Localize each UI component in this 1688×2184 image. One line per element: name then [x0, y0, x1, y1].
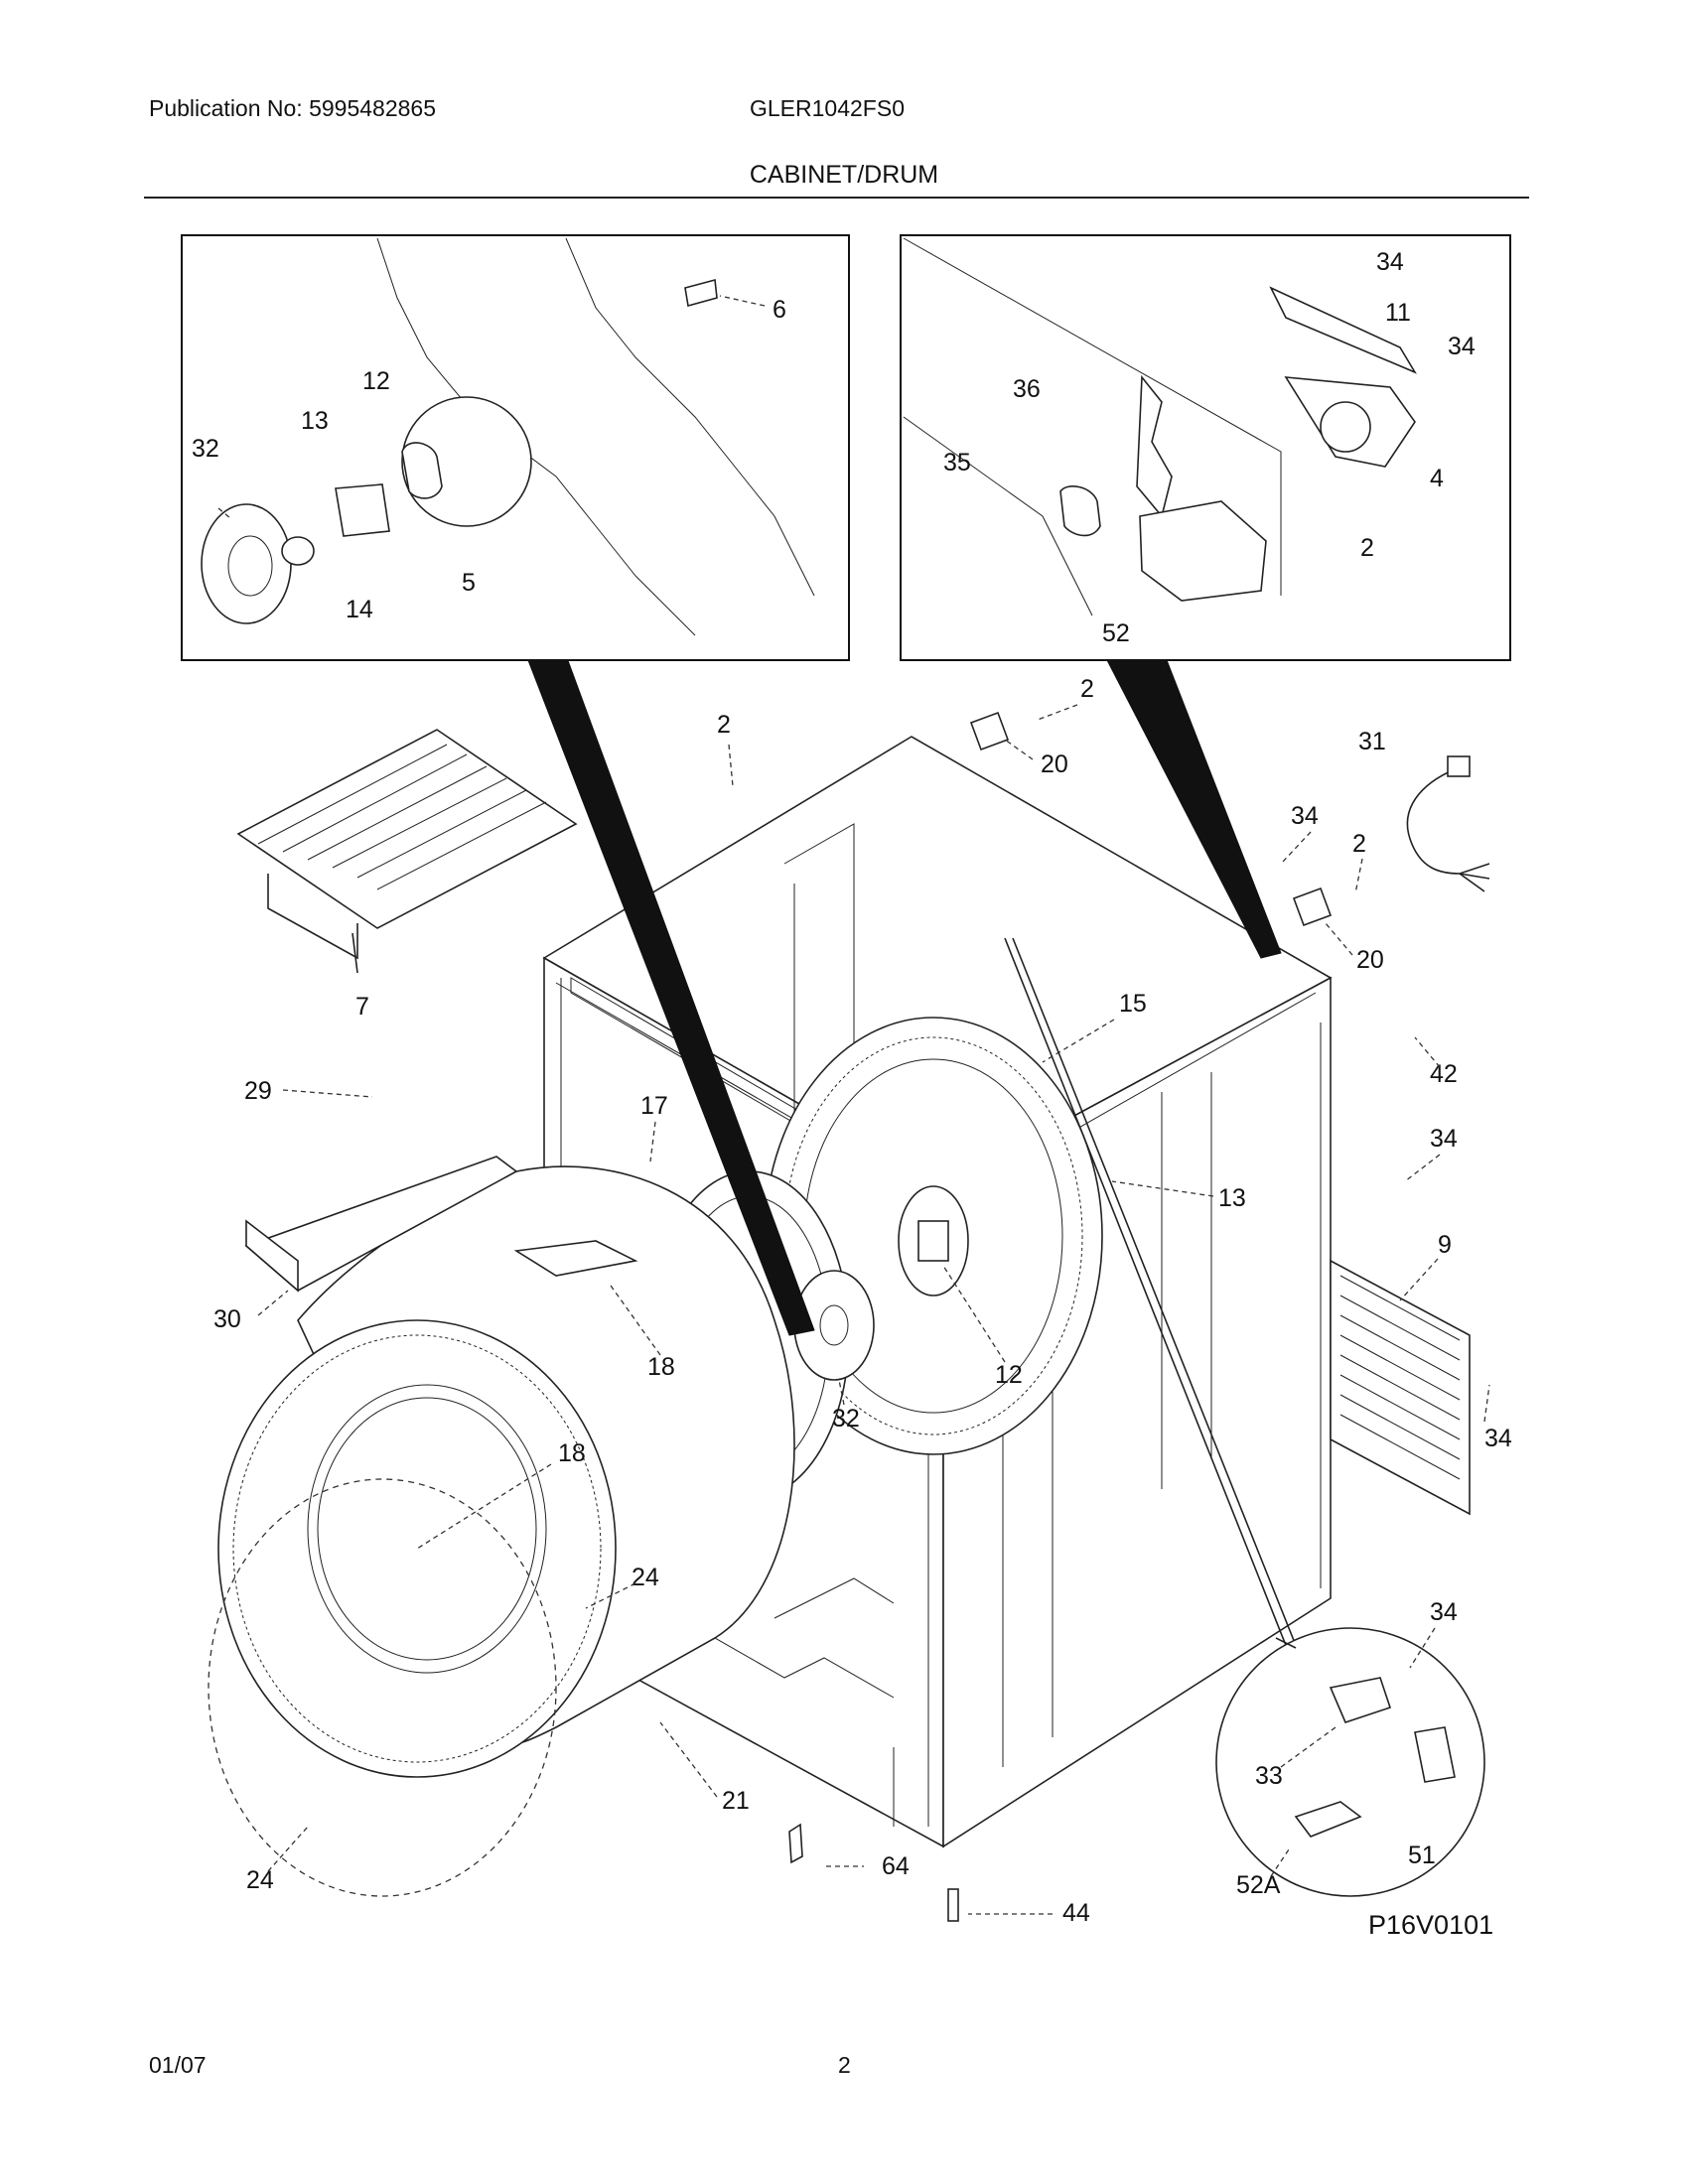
front-seal-ring — [208, 1478, 557, 1897]
drum — [217, 1165, 875, 1778]
callout-36: 36 — [1013, 375, 1041, 403]
callout-21: 21 — [722, 1787, 750, 1815]
drying-rack — [236, 729, 578, 974]
callout-52A: 52A — [1236, 1871, 1281, 1899]
callout-18-b: 18 — [558, 1439, 586, 1467]
callout-11: 11 — [1385, 299, 1411, 327]
callout-24-a: 24 — [632, 1564, 659, 1591]
diagram-id: P16V0101 — [1368, 1910, 1493, 1940]
callout-64: 64 — [882, 1852, 910, 1880]
callout-44: 44 — [1062, 1899, 1090, 1927]
callout-34-c: 34 — [1291, 802, 1319, 830]
footer-page-number: 2 — [838, 2052, 851, 2078]
callout-4: 4 — [1430, 465, 1444, 492]
brace-bracket-top — [969, 711, 1010, 751]
callout-34-d: 34 — [1430, 1125, 1458, 1153]
callout-34-a: 34 — [1376, 248, 1404, 276]
callout-13-main: 13 — [1218, 1184, 1246, 1212]
publication-number: Publication No: 5995482865 — [149, 95, 437, 121]
callout-6: 6 — [773, 296, 786, 324]
callout-18-a: 18 — [647, 1353, 675, 1381]
callout-33: 33 — [1255, 1762, 1283, 1790]
callout-20-b: 20 — [1356, 946, 1384, 974]
callout-13: 13 — [301, 407, 329, 435]
callout-34-f: 34 — [1430, 1598, 1458, 1626]
callout-15: 15 — [1119, 990, 1147, 1018]
callout-34-b: 34 — [1448, 333, 1476, 360]
callout-52: 52 — [1102, 619, 1130, 647]
callout-12: 12 — [362, 367, 390, 395]
callout-17: 17 — [640, 1092, 668, 1120]
model-number: GLER1042FS0 — [750, 95, 905, 121]
callout-51: 51 — [1408, 1842, 1436, 1869]
callout-35: 35 — [943, 449, 971, 477]
brace-bracket-right — [1292, 887, 1333, 927]
section-title: CABINET/DRUM — [749, 161, 939, 189]
power-cord — [1406, 755, 1490, 892]
callout-7: 7 — [355, 993, 369, 1021]
callout-31: 31 — [1358, 728, 1386, 755]
callout-24-b: 24 — [246, 1866, 274, 1894]
base-clip — [788, 1823, 803, 1864]
callout-20-a: 20 — [1041, 751, 1068, 778]
rear-vent-panel — [1330, 1259, 1471, 1516]
callout-34-e: 34 — [1484, 1425, 1512, 1452]
inset-rear-bearing — [181, 234, 850, 661]
footer-date: 01/07 — [149, 2052, 207, 2078]
lint-filter-housing — [244, 1156, 518, 1293]
callout-2-a: 2 — [717, 711, 731, 739]
inset-belt-switch — [900, 234, 1511, 661]
callout-labels: 6 12 13 32 14 5 34 11 34 36 35 4 2 52 2 … — [192, 248, 1512, 1940]
callout-2-b: 2 — [1080, 675, 1094, 703]
callout-5: 5 — [462, 569, 476, 597]
callout-9: 9 — [1438, 1231, 1452, 1259]
header-divider — [144, 197, 1529, 199]
callout-12-main: 12 — [995, 1361, 1023, 1389]
callout-2-c: 2 — [1352, 830, 1366, 858]
callout-leaders — [257, 704, 1490, 1915]
callout-32-main: 32 — [832, 1405, 860, 1433]
leveling-leg — [947, 1888, 959, 1922]
callout-29: 29 — [244, 1077, 272, 1105]
callout-2: 2 — [1360, 534, 1374, 562]
callout-14: 14 — [346, 596, 373, 623]
callout-30: 30 — [213, 1305, 241, 1333]
switch-detail-circle — [1215, 1627, 1485, 1897]
callout-32: 32 — [192, 435, 219, 463]
callout-42: 42 — [1430, 1060, 1458, 1088]
